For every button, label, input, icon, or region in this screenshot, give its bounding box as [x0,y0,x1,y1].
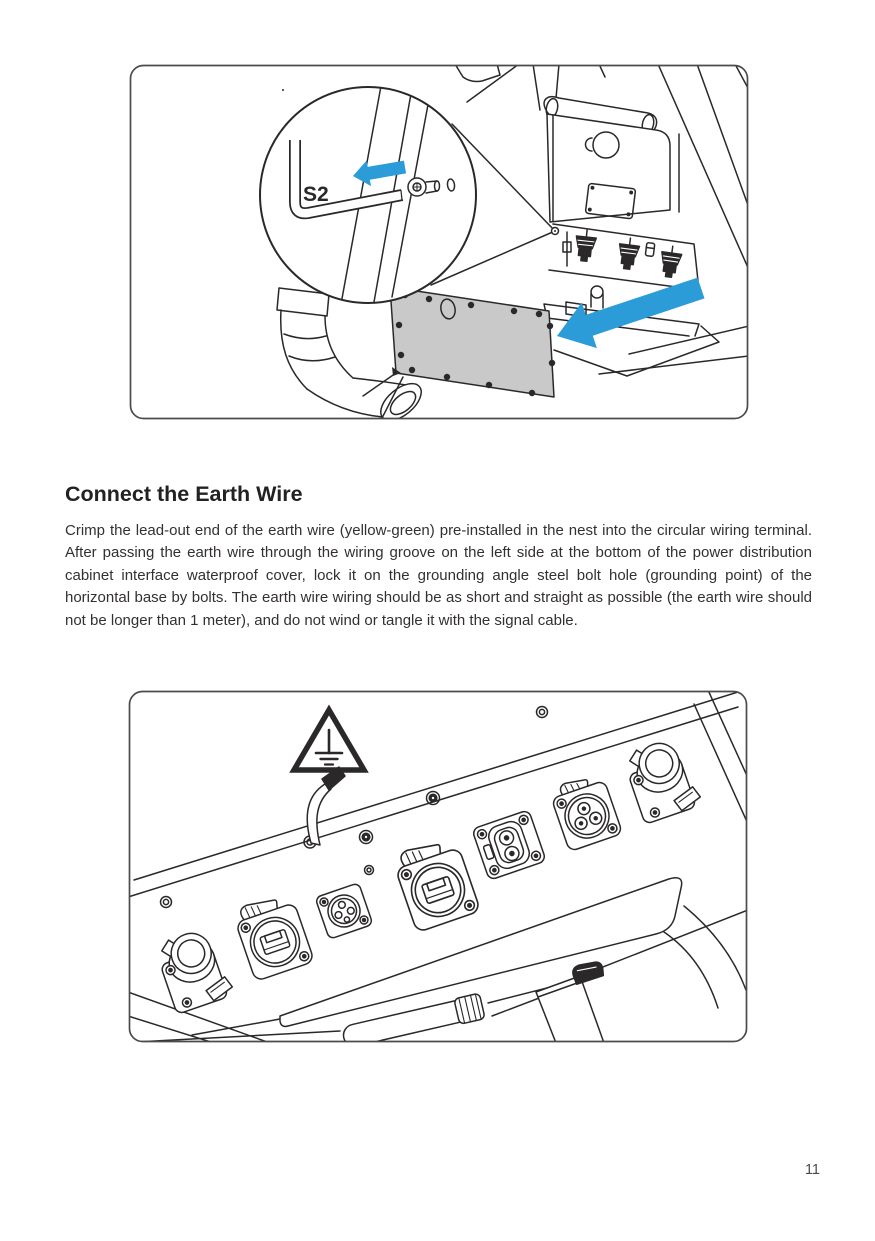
figure-earth-wire-panel [128,690,748,1043]
screw [407,177,456,197]
cable-gland [618,237,641,271]
figure-border [129,64,749,420]
earth-wire [306,766,346,846]
cable-gland-bay [548,223,700,291]
earth-wire-crimp-tip [321,766,346,791]
cover-hole [440,298,456,320]
arrow-left-icon [353,160,407,187]
cable-gland-small [644,242,656,257]
circular-connector [620,734,704,826]
base-corner-curve [683,905,747,991]
name-plate [584,182,637,220]
base-handle-tool [342,973,603,1042]
cable-gland [661,245,683,279]
cable-gland [575,229,598,263]
cover-screws [392,291,556,397]
cabinet-door-panel [546,113,671,223]
door-latch-knob [592,131,620,159]
cabinet-body-lines [454,65,748,375]
ethercon-connector [390,833,482,934]
base-corner-curve-inner [663,931,719,1009]
figure-border [128,690,748,1043]
earth-ground-triangle-icon [289,704,369,773]
leg-clamp [572,961,605,985]
waterproof-cover-panel [362,286,556,419]
allen-key-icon [289,140,404,220]
arrow-down-left-icon [557,277,705,349]
magnifier-callout: S2 [259,86,560,304]
powercon-connector [552,778,622,851]
section-body: Crimp the lead-out end of the earth wire… [65,522,812,629]
page-number: 11 [804,1162,820,1178]
panel-screw-holes [159,705,549,909]
support-leg [535,909,747,1042]
xlr-connector [315,883,373,939]
leg-pipe [276,287,422,419]
figure-remove-waterproof-cover: S2 [129,64,749,420]
ethercon-connector [230,889,316,983]
callout-label: S2 [303,183,329,206]
base-groove [279,877,683,1028]
power-terminal-connector [472,810,546,880]
section-heading: Connect the Earth Wire [65,481,303,506]
circular-connector [152,924,236,1016]
